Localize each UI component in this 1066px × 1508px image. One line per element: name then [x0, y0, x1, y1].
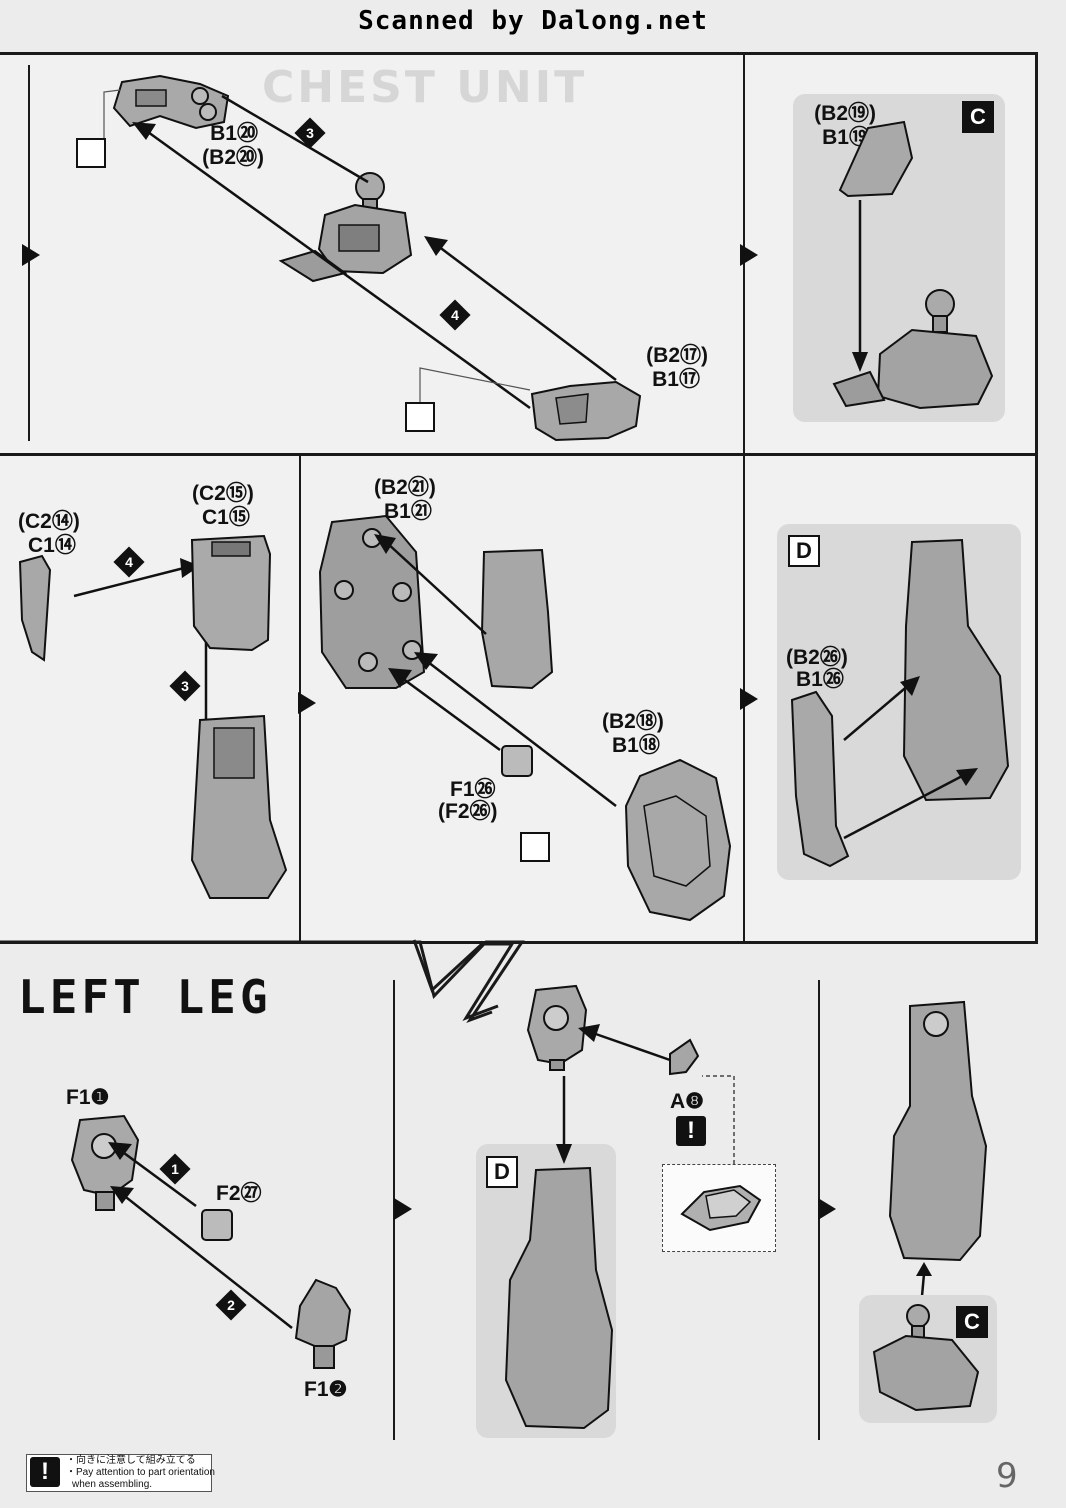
page-number: 9 [996, 1456, 1018, 1496]
label-f1-26: F1㉖ [450, 778, 496, 801]
next-step-arrow [818, 1198, 836, 1220]
label-f1-2: F1❷ [304, 1378, 348, 1401]
left-leg-section-title: LEFT LEG [18, 970, 272, 1024]
subassembly-c-drawing [832, 120, 994, 410]
label-b1-21: B1㉑ [384, 500, 432, 523]
caution-icon: ! [30, 1457, 60, 1487]
subassembly-d-badge: D [788, 535, 820, 567]
watermark-text: Scanned by Dalong.net [358, 6, 708, 36]
complete-leg-drawing [888, 1000, 988, 1262]
glue-hole-icon [520, 832, 550, 862]
part-a8-orientation-drawing [680, 1184, 762, 1232]
next-step-arrow [22, 244, 40, 266]
label-b1-26: B1㉖ [796, 668, 844, 691]
subassembly-d-badge-2: D [486, 1156, 518, 1188]
label-f2-27: F2㉗ [216, 1182, 262, 1205]
label-b2-17: (B2⑰) [646, 344, 708, 367]
label-b1-20: B1⑳ [210, 122, 258, 145]
label-f2-26: (F2㉖) [438, 800, 498, 823]
subassembly-c-small-drawing [872, 1304, 980, 1412]
label-b2-18: (B2⑱) [602, 710, 664, 733]
background-chest-unit-title: CHEST UNIT [262, 62, 588, 113]
nipper-cut-icon [405, 402, 435, 432]
horizontal-divider [0, 453, 1036, 456]
knee-frame-drawing [318, 514, 617, 807]
label-c2-15: (C2⑮) [192, 482, 254, 505]
caution-note-japanese: ・向きに注意して組み立てる [66, 1455, 196, 1466]
chest-part-b1-20-drawing [112, 74, 230, 130]
label-b1-19: B1⑲ [822, 126, 870, 149]
label-c1-15: C1⑮ [202, 506, 250, 529]
step-4-marker: 4 [439, 299, 471, 331]
label-b2-19: (B2⑲) [814, 102, 876, 125]
knee-joint-assembly-drawing [70, 1114, 352, 1369]
label-c2-14: (C2⑭) [18, 510, 80, 533]
leg-with-knee-drawing [504, 984, 735, 1430]
subassembly-c-badge: C [962, 101, 994, 133]
label-b2-26: (B2㉖) [786, 646, 848, 669]
shin-armor-b1-18-drawing [624, 758, 732, 922]
next-step-arrow [394, 1198, 412, 1220]
chest-part-b1-17-drawing [530, 380, 642, 442]
label-f1-1: F1❶ [66, 1086, 110, 1109]
label-b2-21: (B2㉑) [374, 476, 436, 499]
assembly-arrows-top [103, 89, 617, 410]
label-b1-17: B1⑰ [652, 368, 700, 391]
chest-core-drawing [278, 172, 413, 283]
caution-note-english-2: when assembling. [72, 1479, 153, 1490]
leg-attach-arrow [916, 1262, 932, 1297]
step-3-marker: 3 [294, 117, 326, 149]
subassembly-c-badge-2: C [956, 1306, 988, 1338]
caution-note-english-1: ・Pay attention to part orientation [66, 1467, 215, 1478]
label-c1-14: C1⑭ [28, 534, 76, 557]
label-b1-18: B1⑱ [612, 734, 660, 757]
next-step-arrow [740, 688, 758, 710]
speech-bubble-connector [0, 939, 525, 1023]
caution-icon: ! [676, 1116, 706, 1146]
nipper-cut-icon [76, 138, 106, 168]
label-a8: A❽ [670, 1090, 704, 1113]
next-step-arrow [740, 244, 758, 266]
subassembly-d-drawing [790, 538, 1010, 868]
next-step-arrow [298, 692, 316, 714]
label-b2-20: (B2⑳) [202, 146, 264, 169]
leg-upper-assembly-drawing [18, 534, 288, 899]
